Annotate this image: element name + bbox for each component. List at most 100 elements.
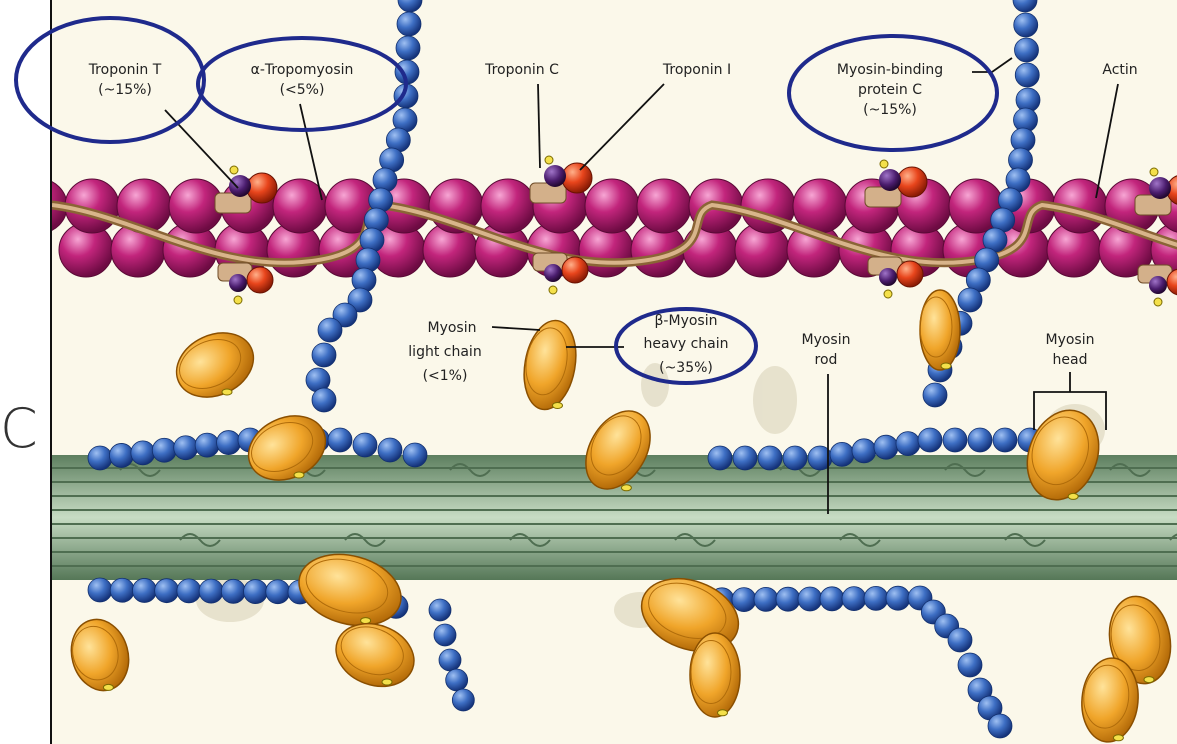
myosin-head (690, 633, 740, 717)
troponin-i-bead (897, 167, 927, 197)
titin-bead (732, 588, 756, 612)
titin-bead (318, 318, 342, 342)
titin-bead (244, 580, 268, 604)
titin-bead (353, 433, 377, 457)
label-light-chain: Myosin (428, 320, 477, 336)
titin-bead (758, 446, 782, 470)
titin-bead (328, 428, 352, 452)
label-mybpc-pct: (~15%) (863, 102, 917, 118)
titin-bead (943, 428, 967, 452)
titin-bead (446, 669, 468, 691)
troponin-lower-c (1149, 276, 1167, 294)
titin-bead (896, 432, 920, 456)
actin-bead (637, 179, 691, 233)
phosphate-dot (880, 160, 888, 168)
titin-bead (820, 587, 844, 611)
label-myosin-head-line2: head (1053, 352, 1088, 368)
label-troponin-t: Troponin T (88, 62, 162, 78)
titin-bead (155, 579, 179, 603)
light-chain-dot (718, 710, 728, 716)
phosphate-dot (884, 290, 892, 298)
titin-bead (396, 36, 420, 60)
label-light-chain-line2: light chain (408, 344, 481, 360)
phosphate-dot (230, 166, 238, 174)
titin-bead (798, 587, 822, 611)
troponin-tail (530, 183, 566, 203)
light-chain-dot (222, 389, 232, 395)
label-heavy-chain: β-Myosin (655, 313, 718, 329)
titin-bead (434, 624, 456, 646)
titin-bead (948, 628, 972, 652)
troponin-lower-c (879, 268, 897, 286)
actin-bead (481, 179, 535, 233)
label-troponin-c: Troponin C (484, 62, 559, 78)
troponin-lower-bead (247, 267, 273, 293)
titin-bead (312, 343, 336, 367)
troponin-lower-c (544, 264, 562, 282)
light-chain-dot (361, 618, 371, 624)
phosphate-dot (1154, 298, 1162, 306)
titin-bead (439, 649, 461, 671)
titin-bead (886, 586, 910, 610)
light-chain-dot (294, 472, 304, 478)
titin-bead (968, 428, 992, 452)
phosphate-dot (1150, 168, 1158, 176)
light-chain-dot (1144, 677, 1154, 683)
label-mybpc: Myosin-binding (837, 62, 943, 78)
troponin-tail (1135, 195, 1171, 215)
label-heavy-chain-pct: (~35%) (659, 360, 713, 376)
label-troponin-i: Troponin I (662, 62, 731, 78)
label-light-chain-pct: (<1%) (423, 368, 468, 384)
label-myosin-rod-line2: rod (815, 352, 838, 368)
titin-bead (783, 446, 807, 470)
titin-bead (403, 443, 427, 467)
titin-bead (88, 578, 112, 602)
label-heavy-chain-line2: heavy chain (644, 336, 729, 352)
titin-bead (852, 439, 876, 463)
troponin-c-bead (229, 175, 251, 197)
label-myosin-rod: Myosin (802, 332, 851, 348)
troponin-c-bead (544, 165, 566, 187)
titin-bead (152, 438, 176, 462)
titin-bead (958, 653, 982, 677)
label-troponin-t-pct: (~15%) (98, 82, 152, 98)
titin-bead (993, 428, 1017, 452)
label-tropomyosin-pct: (<5%) (280, 82, 325, 98)
titin-bead (195, 433, 219, 457)
titin-bead (199, 579, 223, 603)
titin-bead (132, 578, 156, 602)
light-chain-dot (941, 363, 951, 369)
actin-bead (585, 179, 639, 233)
troponin-c-bead (879, 169, 901, 191)
titin-bead (397, 12, 421, 36)
titin-bead (429, 599, 451, 621)
titin-bead (776, 587, 800, 611)
titin-bead (88, 446, 112, 470)
titin-bead (109, 443, 133, 467)
label-mybpc-line2: protein C (858, 82, 922, 98)
troponin-c-bead (1149, 177, 1171, 199)
troponin-tail (215, 193, 251, 213)
titin-bead (874, 435, 898, 459)
label-myosin-head: Myosin (1046, 332, 1095, 348)
troponin-lower-c (229, 274, 247, 292)
titin-bead (131, 441, 155, 465)
label-actin: Actin (1102, 62, 1137, 78)
troponin-lower-bead (562, 257, 588, 283)
titin-bead (1015, 63, 1039, 87)
titin-bead (1014, 13, 1038, 37)
titin-bead (452, 689, 474, 711)
light-chain-dot (1113, 735, 1123, 741)
titin-bead (958, 288, 982, 312)
titin-bead (378, 438, 402, 462)
titin-bead (842, 587, 866, 611)
titin-bead (708, 446, 732, 470)
titin-bead (1015, 38, 1039, 62)
titin-bead (312, 388, 336, 412)
light-chain-dot (621, 485, 631, 491)
troponin-i-bead (247, 173, 277, 203)
troponin-tail (865, 187, 901, 207)
titin-bead (217, 431, 241, 455)
